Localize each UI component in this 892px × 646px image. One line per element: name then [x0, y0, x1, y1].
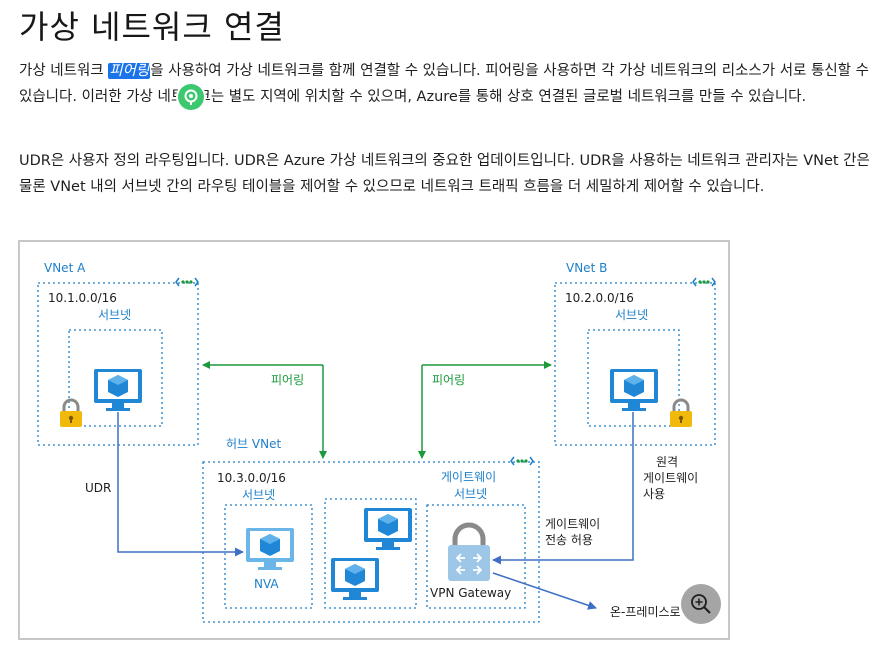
onprem-label: 온-프레미스로	[610, 605, 681, 619]
vnet-a-vm-icon	[94, 369, 142, 411]
vnet-b-box: VNet B 10.2.0.0/16 서브넷	[554, 261, 716, 446]
vpn-gateway-label: VPN Gateway	[430, 586, 511, 600]
network-diagram: VNet A 10.1.0.0/16 서브넷 VNet B 10.2.0.0/1…	[18, 240, 730, 640]
peering-left-label: 피어링	[271, 373, 304, 387]
hub-vnet-box: 허브 VNet 10.3.0.0/16 서브넷 게이트웨이 서브넷 NVA VP…	[202, 437, 540, 623]
udr-label: UDR	[85, 481, 111, 495]
paragraph-peering: 가상 네트워크 피어링을 사용하여 가상 네트워크를 함께 연결할 수 있습니다…	[19, 58, 879, 110]
remote-gateway-line1: 원격	[656, 455, 678, 469]
nva-icon	[246, 528, 294, 570]
hub-vnet-name: 허브 VNet	[226, 437, 281, 451]
nva-label: NVA	[254, 577, 279, 591]
hub-subnet-label: 서브넷	[242, 488, 275, 502]
peering-right-arrow	[418, 361, 552, 459]
remote-gateway-line3: 사용	[643, 487, 665, 501]
vnet-a-box: VNet A 10.1.0.0/16 서브넷	[37, 261, 199, 446]
gateway-transit-line1: 게이트웨이	[545, 517, 600, 531]
vnet-b-icon	[692, 277, 716, 287]
gateway-transit-line2: 전송 허용	[545, 533, 593, 547]
vnet-b-vm-icon	[610, 369, 658, 411]
remote-gateway-line2: 게이트웨이	[643, 471, 698, 485]
vnet-a-name: VNet A	[44, 261, 86, 275]
paragraph-peering-before: 가상 네트워크	[19, 63, 109, 79]
peering-right-label: 피어링	[432, 373, 465, 387]
highlighted-term-peering[interactable]: 피어링	[108, 63, 151, 79]
vnet-b-subnet-label: 서브넷	[615, 308, 648, 322]
vnet-a-icon	[175, 277, 199, 287]
gateway-subnet-label-line1: 게이트웨이	[441, 470, 496, 484]
vnet-a-cidr: 10.1.0.0/16	[48, 291, 117, 305]
vnet-b-lock-icon	[668, 398, 694, 429]
onprem-arrow	[492, 572, 597, 610]
paragraph-peering-after: 을 사용하여 가상 네트워크를 함께 연결할 수 있습니다. 피어링을 사용하면…	[19, 63, 869, 105]
gateway-subnet-label-line2: 서브넷	[454, 487, 487, 501]
remote-gateway-arrow	[492, 412, 634, 565]
hub-vm-icon-2	[331, 558, 379, 600]
hub-vnet-cidr: 10.3.0.0/16	[217, 471, 286, 485]
hub-vnet-icon	[510, 456, 534, 466]
vnet-a-subnet-label: 서브넷	[98, 308, 131, 322]
paragraph-udr: UDR은 사용자 정의 라우팅입니다. UDR은 Azure 가상 네트워크의 …	[19, 153, 870, 195]
hub-vm-icon-1	[364, 508, 412, 550]
zoom-in-icon[interactable]	[681, 584, 721, 624]
vnet-a-lock-icon	[58, 398, 84, 429]
peering-left-arrow	[202, 361, 327, 459]
vpn-gateway-icon	[448, 522, 490, 581]
udr-arrow	[117, 412, 244, 557]
search-cursor-icon[interactable]	[178, 84, 204, 110]
vnet-b-name: VNet B	[566, 261, 607, 275]
page-title: 가상 네트워크 연결	[19, 8, 285, 46]
vnet-b-cidr: 10.2.0.0/16	[565, 291, 634, 305]
